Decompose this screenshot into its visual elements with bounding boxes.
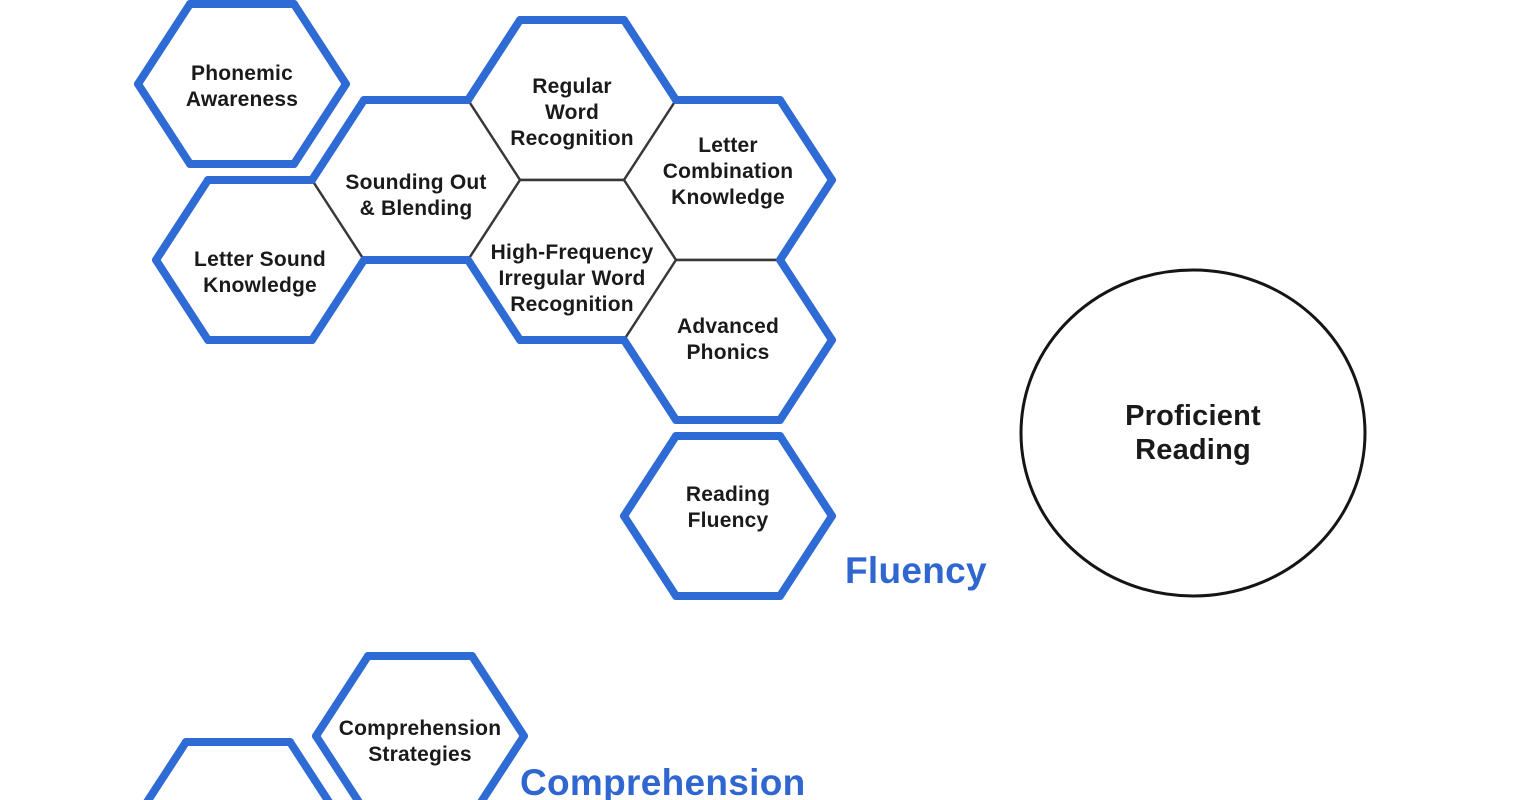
phonemic-awareness-edge: [134, 0, 194, 88]
reading-fluency-edge: [776, 512, 836, 600]
hexagon-high-frequency-irregular-word-recognition: [464, 178, 678, 344]
partial-bottom-left-hexagon-edge: [143, 738, 190, 800]
regular-word-recognition-shape: [468, 20, 676, 180]
advanced-phonics-edge: [776, 256, 836, 344]
partial-bottom-left-hexagon-edge: [286, 738, 333, 800]
letter-combination-knowledge-edge: [622, 98, 678, 182]
phonemic-awareness-edge: [290, 80, 350, 168]
reading-fluency-edge: [620, 432, 680, 520]
letter-combination-knowledge-edge: [776, 176, 836, 264]
comprehension-strategies-edge: [468, 652, 528, 740]
hexagon-phonemic-awareness: [134, 0, 350, 168]
hexagon-letter-sound-knowledge: [152, 176, 368, 344]
reading-fluency-edge: [776, 432, 836, 520]
letter-sound-knowledge-edge: [152, 256, 212, 344]
hexagon-partial-bottom-left-hexagon: [143, 738, 333, 800]
letter-combination-knowledge-shape: [624, 100, 832, 260]
advanced-phonics-shape: [624, 260, 832, 420]
letter-sound-knowledge-edge: [308, 256, 368, 344]
phonemic-awareness-edge: [134, 80, 194, 168]
partial-bottom-left-hexagon-shape: [148, 742, 328, 800]
high-frequency-irregular-word-recognition-edge: [622, 178, 678, 262]
comprehension-strategies-edge: [312, 732, 363, 800]
letter-sound-knowledge-edge: [152, 176, 212, 264]
comprehension-strategies-edge: [477, 732, 528, 800]
comprehension-strategies-shape: [316, 656, 524, 800]
sounding-out-blending-shape: [312, 100, 520, 260]
regular-word-recognition-edge: [620, 16, 680, 104]
hexagon-regular-word-recognition: [464, 16, 680, 182]
phonemic-awareness-shape: [138, 4, 346, 164]
hexagon-advanced-phonics: [620, 256, 836, 424]
high-frequency-irregular-word-recognition-edge: [464, 256, 524, 344]
high-frequency-irregular-word-recognition-edge: [466, 178, 522, 262]
regular-word-recognition-edge: [464, 16, 524, 104]
advanced-phonics-edge: [776, 336, 836, 424]
proficient-reading-circle: [1019, 268, 1367, 598]
hexagon-reading-fluency: [620, 432, 836, 600]
advanced-phonics-edge: [620, 336, 680, 424]
letter-combination-knowledge-edge: [776, 96, 836, 184]
hexagon-comprehension-strategies: [312, 652, 528, 800]
sounding-out-blending-edge: [466, 98, 522, 182]
high-frequency-irregular-word-recognition-shape: [468, 180, 676, 340]
reading-fluency-edge: [620, 512, 680, 600]
comprehension-strategies-edge: [312, 652, 372, 740]
sounding-out-blending-edge: [308, 96, 368, 184]
letter-sound-knowledge-edge: [310, 178, 366, 262]
advanced-phonics-edge: [622, 258, 678, 342]
letter-sound-knowledge-shape: [156, 180, 364, 340]
reading-fluency-shape: [624, 436, 832, 596]
phonemic-awareness-edge: [290, 0, 350, 88]
